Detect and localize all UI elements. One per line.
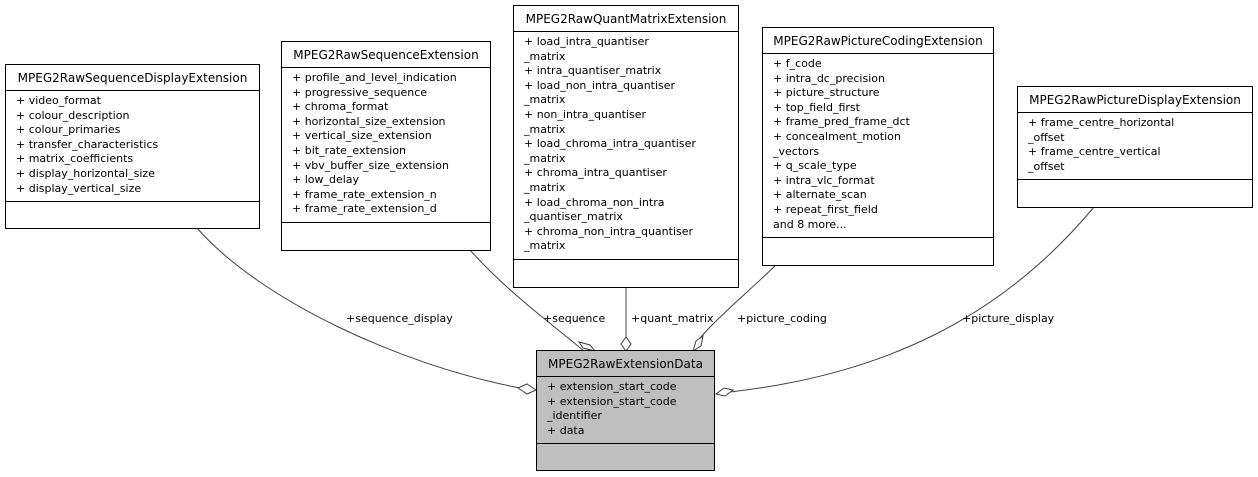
attribute-list: + video_format+ colour_description+ colo… — [6, 91, 259, 203]
attribute-line: + load_chroma_intra_quantiser — [524, 137, 696, 151]
class-name: MPEG2RawPictureDisplayExtension — [1018, 87, 1252, 113]
attribute-line: + load_chroma_non_intra — [524, 195, 665, 209]
attribute-line: and 8 more... — [773, 217, 847, 231]
attribute-line: + colour_description — [16, 108, 130, 122]
attribute-line: + progressive_sequence — [292, 85, 428, 99]
edge-picture-display — [729, 206, 1095, 393]
class-name: MPEG2RawExtensionData — [537, 351, 714, 377]
attribute-list: + extension_start_code+ extension_start_… — [537, 377, 714, 445]
attribute-line: + extension_start_code — [547, 380, 677, 393]
attribute-line: + frame_rate_extension_n — [292, 187, 437, 201]
attribute-line: + extension_start_code — [547, 394, 677, 408]
attribute-line: + transfer_characteristics — [16, 137, 159, 151]
attribute-list: + f_code+ intra_dc_precision+ picture_st… — [763, 54, 993, 239]
label-picture-coding: +picture_coding — [737, 312, 827, 325]
attribute-line: + vertical_size_extension — [292, 129, 432, 143]
aggregation-diamond-picture-coding — [692, 334, 704, 353]
attribute-line: + display_vertical_size — [16, 181, 142, 195]
attribute-line: + picture_structure — [773, 86, 880, 100]
class-box-extension-data[interactable]: MPEG2RawExtensionData + extension_start_… — [536, 350, 715, 471]
attribute-line: _matrix — [524, 122, 566, 136]
attribute-list: + profile_and_level_indication+ progress… — [282, 68, 490, 223]
class-box-sequence-display[interactable]: MPEG2RawSequenceDisplayExtension + video… — [5, 64, 260, 229]
attribute-line: + profile_and_level_indication — [292, 71, 457, 84]
attribute-line: + chroma_format — [292, 100, 389, 114]
attribute-line: + top_field_first — [773, 100, 860, 114]
attribute-line: + intra_dc_precision — [773, 71, 885, 85]
attribute-line: + matrix_coefficients — [16, 152, 134, 166]
attribute-line: + chroma_non_intra_quantiser — [524, 224, 694, 238]
attribute-line: + intra_quantiser_matrix — [524, 64, 662, 78]
attribute-line: _matrix — [524, 49, 566, 63]
attribute-line: + bit_rate_extension — [292, 143, 407, 157]
class-box-quant-matrix[interactable]: MPEG2RawQuantMatrixExtension + load_intr… — [513, 5, 739, 288]
attribute-line: _vectors — [773, 144, 820, 158]
attribute-line: _identifier — [547, 409, 602, 423]
class-name: MPEG2RawPictureCodingExtension — [763, 28, 993, 54]
attribute-line: + intra_vlc_format — [773, 173, 875, 187]
attribute-line: + horizontal_size_extension — [292, 114, 446, 128]
attribute-line: + q_scale_type — [773, 159, 857, 173]
class-box-picture-display[interactable]: MPEG2RawPictureDisplayExtension + frame_… — [1017, 86, 1253, 208]
attribute-line: _quantiser_matrix — [524, 210, 623, 224]
attribute-line: + load_intra_quantiser — [524, 35, 649, 48]
class-name: MPEG2RawQuantMatrixExtension — [514, 6, 738, 32]
aggregation-diamond-quant-matrix — [620, 336, 632, 352]
attribute-line: _matrix — [524, 93, 566, 107]
attribute-line: + load_non_intra_quantiser — [524, 78, 676, 92]
label-sequence-display: +sequence_display — [346, 312, 453, 325]
attribute-line: _offset — [1028, 130, 1065, 144]
attribute-line: + display_horizontal_size — [16, 166, 155, 180]
class-box-picture-coding[interactable]: MPEG2RawPictureCodingExtension + f_code+… — [762, 27, 994, 266]
attribute-line: + low_delay — [292, 173, 360, 187]
class-name: MPEG2RawSequenceDisplayExtension — [6, 65, 259, 91]
attribute-line: + video_format — [16, 94, 101, 107]
label-quant-matrix: +quant_matrix — [631, 312, 714, 325]
attribute-line: + chroma_intra_quantiser — [524, 166, 667, 180]
attribute-line: + alternate_scan — [773, 188, 867, 202]
attribute-line: + frame_centre_vertical — [1028, 145, 1161, 159]
attribute-line: _matrix — [524, 180, 566, 194]
attribute-line: + data — [547, 423, 585, 437]
edge-sequence-display — [196, 227, 521, 389]
class-name: MPEG2RawSequenceExtension — [282, 42, 490, 68]
attribute-list: + load_intra_quantiser_matrix+ intra_qua… — [514, 32, 738, 260]
edge-picture-coding — [699, 264, 777, 339]
attribute-line: + concealment_motion — [773, 129, 901, 143]
attribute-line: + f_code — [773, 57, 822, 70]
attribute-line: + non_intra_quantiser — [524, 107, 647, 121]
attribute-line: _matrix — [524, 151, 566, 165]
edge-sequence — [469, 249, 586, 353]
attribute-line: + frame_pred_frame_dct — [773, 115, 910, 129]
label-sequence: +sequence — [543, 312, 606, 325]
attribute-line: + vbv_buffer_size_extension — [292, 158, 449, 172]
attribute-line: _offset — [1028, 159, 1065, 173]
attribute-list: + frame_centre_horizontal_offset+ frame_… — [1018, 113, 1252, 181]
aggregation-diamond-sequence — [577, 341, 597, 352]
attribute-line: + colour_primaries — [16, 123, 121, 137]
attribute-line: + repeat_first_field — [773, 202, 878, 216]
attribute-line: _matrix — [524, 239, 566, 253]
attribute-line: + frame_centre_horizontal — [1028, 116, 1175, 129]
aggregation-diamond-sequence-display — [516, 383, 538, 395]
class-box-sequence[interactable]: MPEG2RawSequenceExtension + profile_and_… — [281, 41, 491, 251]
attribute-line: + frame_rate_extension_d — [292, 202, 437, 216]
aggregation-diamond-picture-display — [714, 387, 735, 397]
label-picture-display: +picture_display — [962, 312, 1055, 325]
